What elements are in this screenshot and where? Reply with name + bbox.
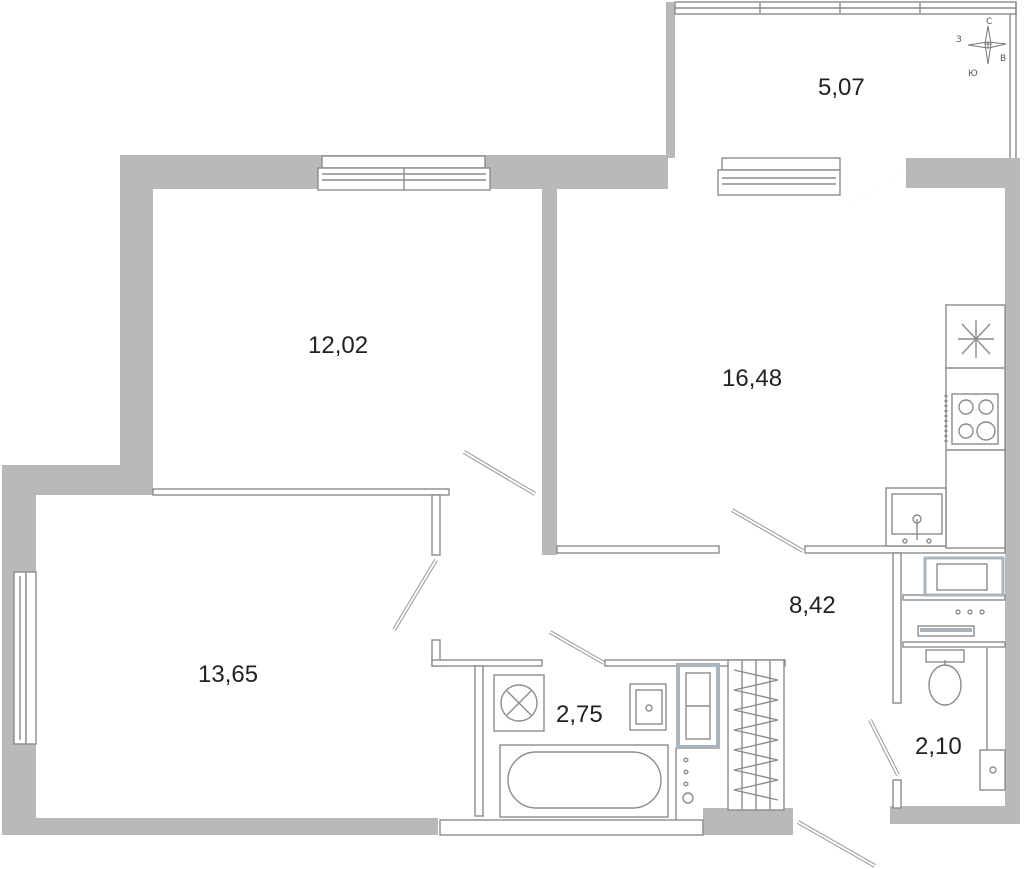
- room-area-kitchen-living: 16,48: [722, 365, 782, 392]
- room-area-living-room: 13,65: [198, 661, 258, 688]
- room-area-toilet: 2,10: [915, 733, 962, 760]
- room-area-bathroom: 2,75: [556, 701, 603, 728]
- compass-east: В: [1000, 54, 1006, 64]
- compass-rose-icon: С В Ю З: [956, 17, 1006, 79]
- compass-west: З: [956, 35, 962, 45]
- toilet-icon: [925, 649, 965, 706]
- utility-fixtures: [917, 556, 1005, 637]
- windows: [13, 155, 841, 745]
- shelving-icon: [727, 659, 785, 811]
- toilet-fixtures: [925, 648, 1006, 791]
- room-labels: 5,07 12,02 16,48 8,42 13,65 2,75 2,10: [198, 74, 962, 760]
- room-area-hallway: 8,42: [789, 592, 836, 619]
- washing-machine-icon: [676, 663, 720, 749]
- bathroom-sink-icon: [629, 683, 667, 731]
- stove-icon: [944, 393, 999, 445]
- room-area-balcony: 5,07: [818, 74, 865, 101]
- kitchen-fixtures: [885, 304, 1006, 549]
- compass-north: С: [986, 17, 992, 27]
- kitchen-sink-icon: [885, 487, 947, 547]
- interior-walls: [152, 189, 1006, 836]
- doors: [392, 171, 906, 868]
- toilet-sink-icon: [979, 749, 1006, 791]
- compass-south: Ю: [968, 69, 978, 79]
- fridge-icon: [958, 320, 994, 358]
- balcony: [666, 1, 1017, 158]
- bathroom-fixtures: [493, 659, 785, 820]
- room-area-bedroom: 12,02: [308, 332, 368, 359]
- bathtub-icon: [499, 744, 669, 818]
- ventilation-icon: [493, 674, 545, 732]
